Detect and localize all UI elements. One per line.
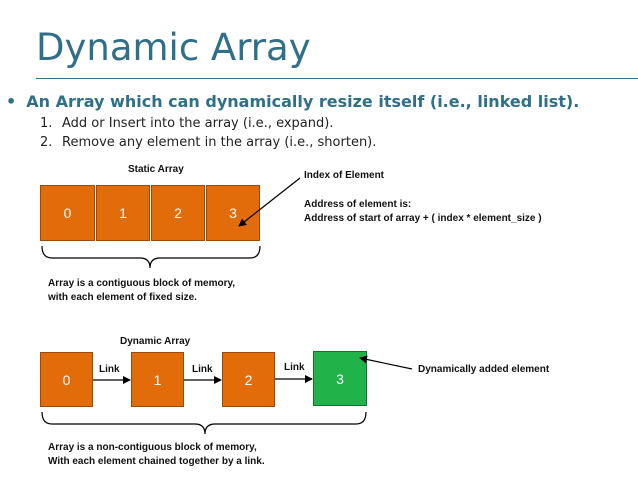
dynamic-desc-line-1: Array is a non-contiguous block of memor… — [48, 442, 257, 453]
address-line-1: Address of element is: — [304, 199, 412, 210]
index-pointer-arrow — [238, 177, 301, 227]
subpoint-2: 2. Remove any element in the array (i.e.,… — [40, 135, 376, 150]
dynamic-cell-3-added: 3 — [313, 351, 367, 406]
dynamic-cell-1: 1 — [131, 352, 184, 407]
subpoint-2-number: 2. — [40, 135, 53, 150]
dynamic-array-label: Dynamic Array — [120, 336, 191, 347]
dynamically-added-label: Dynamically added element — [418, 364, 550, 375]
dynamic-cell-2: 2 — [222, 352, 275, 407]
subpoint-2-text: Remove any element in the array (i.e., s… — [62, 135, 377, 150]
static-cell-2: 2 — [151, 185, 205, 241]
title-underline — [36, 78, 638, 79]
dynamic-cell-0: 0 — [40, 352, 93, 407]
bullet-dot: • — [6, 92, 17, 111]
main-bullet-text: An Array which can dynamically resize it… — [26, 92, 580, 111]
static-cell-0: 0 — [40, 185, 95, 241]
link-label-1: Link — [99, 364, 120, 375]
link-label-2: Link — [192, 364, 213, 375]
link-label-3: Link — [284, 362, 305, 373]
subpoint-1: 1. Add or Insert into the array (i.e., ex… — [40, 116, 333, 131]
index-of-element-label: Index of Element — [304, 170, 385, 181]
address-line-2: Address of start of array + ( index * el… — [304, 213, 542, 224]
static-cell-3: 3 — [206, 185, 260, 241]
static-desc-line-2: with each element of fixed size. — [48, 292, 197, 303]
slide-title: Dynamic Array — [36, 26, 311, 69]
static-desc-line-1: Array is a contiguous block of memory, — [48, 278, 236, 289]
subpoint-1-text: Add or Insert into the array (i.e., expa… — [62, 116, 334, 131]
dynamic-desc-line-2: With each element chained together by a … — [48, 456, 265, 467]
static-array-brace — [41, 245, 261, 269]
dynamic-array-brace — [41, 411, 367, 435]
static-cell-1: 1 — [96, 185, 150, 241]
added-element-pointer-arrow — [359, 355, 413, 370]
static-array-label: Static Array — [128, 164, 184, 175]
main-bullet: • An Array which can dynamically resize i… — [6, 92, 579, 111]
subpoint-1-number: 1. — [40, 116, 53, 131]
